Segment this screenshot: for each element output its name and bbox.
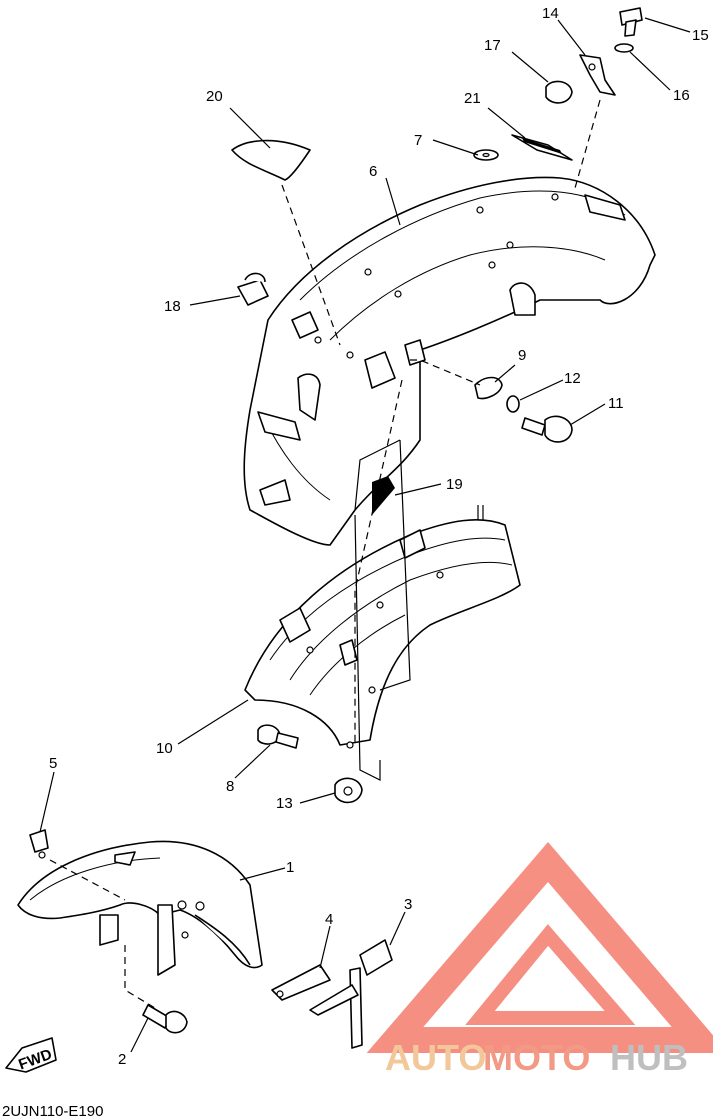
- rear-fender: [243, 176, 656, 546]
- part-12-washer: [506, 395, 520, 413]
- part-15-bolt: [619, 7, 643, 37]
- callout-21: 21: [464, 90, 481, 107]
- callout-17: 17: [484, 37, 501, 54]
- callouts: 1 2 3 4 5 6 7 8 9 10 11 12 13 14 15 16 1…: [49, 5, 709, 1068]
- callout-3: 3: [404, 896, 412, 913]
- callout-5: 5: [49, 755, 57, 772]
- callout-18: 18: [164, 298, 181, 315]
- diagram-code: 2UJN110-E190: [2, 1103, 103, 1120]
- leader-lines: [39, 17, 691, 1053]
- callout-13: 13: [276, 795, 293, 812]
- callout-7: 7: [414, 132, 422, 149]
- callout-6: 6: [369, 163, 377, 180]
- callout-20: 20: [206, 88, 223, 105]
- callout-11: 11: [608, 395, 624, 412]
- callout-4: 4: [325, 911, 333, 928]
- watermark-moto: MOTO: [483, 1037, 590, 1078]
- part-20-label: [231, 139, 311, 181]
- callout-8: 8: [226, 778, 234, 795]
- part-4-bracket: [271, 964, 331, 1001]
- callout-16: 16: [673, 87, 690, 104]
- part-16-washer: [614, 43, 634, 53]
- callout-19: 19: [446, 476, 463, 493]
- callout-2: 2: [118, 1051, 126, 1068]
- callout-9: 9: [518, 347, 526, 364]
- part-5-bracket: [29, 829, 49, 859]
- front-fender: [17, 840, 263, 976]
- part-3-bracket: [309, 939, 393, 1049]
- watermark-logo: [366, 842, 713, 1053]
- part-2-bolt: [142, 1004, 188, 1034]
- watermark-auto: AUTO: [385, 1037, 486, 1078]
- callout-15: 15: [692, 27, 709, 44]
- part-21-label: [511, 134, 573, 161]
- watermark-hub: HUB: [610, 1037, 688, 1078]
- part-8-bolt: [257, 724, 299, 749]
- inner-rear-fender: [244, 505, 521, 749]
- part-19-damper: [372, 476, 395, 515]
- watermark-text: AUTO MOTO HUB: [385, 1037, 688, 1078]
- part-7-washer: [473, 149, 499, 161]
- fwd-arrow-icon: FWD: [5, 1037, 57, 1074]
- callout-10: 10: [156, 740, 173, 757]
- callout-14: 14: [542, 5, 559, 22]
- part-14-bracket: [579, 54, 616, 96]
- part-11-bolt: [521, 415, 573, 443]
- callout-12: 12: [564, 370, 581, 387]
- callout-1: 1: [286, 859, 294, 876]
- part-18-grommet: [237, 272, 269, 306]
- part-17-nut: [545, 80, 573, 104]
- part-13-nut: [334, 777, 363, 804]
- part-9-clip: [474, 376, 503, 400]
